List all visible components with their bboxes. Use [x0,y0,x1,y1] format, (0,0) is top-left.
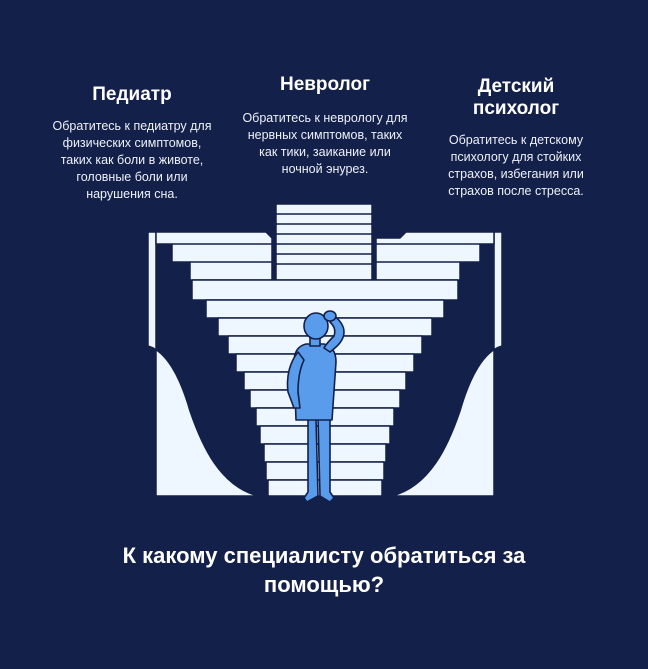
option-neurologist: Невролог Обратитесь к неврологу для нерв… [238,74,412,178]
center-tower [275,203,373,281]
option-pediatrician: Педиатр Обратитесь к педиатру для физиче… [48,84,216,203]
main-question: К какому специалисту обратиться за помощ… [122,543,526,597]
stairs-illustration [147,203,503,503]
option-title: Невролог [279,74,371,95]
right-steps [375,231,495,281]
left-steps [155,231,273,281]
person-scratching-head-icon [286,310,345,503]
option-child-psychologist: Детский психолог Обратитесь к детскому п… [434,76,598,200]
option-description: Обратитесь к педиатру для физических сим… [52,119,212,201]
option-title: Детский психолог [472,76,560,119]
option-description: Обратитесь к детскому психологу для стой… [448,133,584,198]
left-wall [147,231,259,497]
option-title: Педиатр [92,84,172,105]
option-description: Обратитесь к неврологу для нервных симпт… [242,111,408,176]
right-wall [391,231,503,497]
